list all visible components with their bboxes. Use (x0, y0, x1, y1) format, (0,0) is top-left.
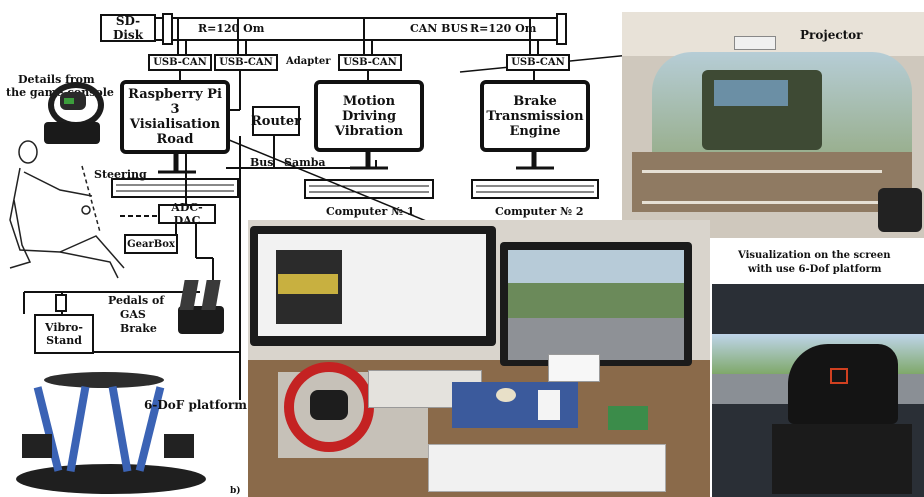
usb-can-box: USB-CAN (214, 54, 278, 71)
motion-line2: Driving (341, 108, 397, 124)
rpi-line3: Road (156, 132, 194, 147)
pedals-label-2: GAS (120, 308, 146, 321)
brake-line1: Brake (513, 93, 557, 109)
rpi-line1: Raspberry Pi 3 (128, 87, 222, 117)
vibro-line1: Vibro- (45, 321, 83, 334)
sub-figure-label: b) (230, 486, 241, 496)
motion-line3: Vibration (334, 123, 404, 139)
usb-can-box: USB-CAN (506, 54, 570, 71)
desk-workstation-photo (248, 220, 710, 497)
rpi-monitor: Raspberry Pi 3 Visialisation Road (120, 80, 230, 154)
samba-label: Samba (284, 156, 326, 169)
steering-label: Steering (94, 168, 147, 181)
usb-can-box: USB-CAN (338, 54, 402, 71)
usb-can-box: USB-CAN (148, 54, 212, 71)
adc-dac-box: ADC-DAC (158, 201, 216, 227)
platform-label: 6-DoF platform (144, 398, 247, 412)
computer2-label: Computer № 2 (495, 205, 584, 218)
can-bus-label: CAN BUS (410, 22, 469, 35)
brake-line2: Transmission (486, 108, 584, 124)
pedals-label-3: Brake (120, 322, 157, 335)
pedals-photo (176, 276, 226, 334)
cockpit-visualization-photo (712, 284, 924, 497)
resistor-right-label: R=120 Om (470, 22, 537, 35)
sd-disk-box: SD-Disk (100, 14, 156, 42)
rpi-line2: Visialisation (129, 117, 221, 132)
six-dof-platform-photo (4, 368, 240, 497)
projector-simulator-photo (622, 12, 924, 238)
gearbox-box: GearBox (124, 234, 178, 254)
bus-label: Bus (250, 156, 274, 169)
vibro-stand-box: Vibro- Stand (34, 314, 94, 354)
resistor-left-label: R=120 Om (198, 22, 265, 35)
visualization-label-2: with use 6-Dof platform (748, 264, 882, 275)
brake-line3: Engine (509, 123, 561, 139)
computer1-label: Computer № 1 (326, 205, 415, 218)
game-wheel-photo (40, 78, 104, 148)
motion-monitor: Motion Driving Vibration (314, 80, 424, 152)
motion-line1: Motion (342, 93, 396, 109)
brake-monitor: Brake Transmission Engine (480, 80, 590, 152)
pedals-label-1: Pedals of (108, 294, 165, 307)
adapter-label: Adapter (286, 56, 331, 67)
projector-label: Projector (800, 28, 863, 42)
visualization-label-1: Visualization on the screen (738, 250, 891, 261)
router-box: Router (251, 106, 301, 136)
vibro-line2: Stand (46, 334, 82, 347)
